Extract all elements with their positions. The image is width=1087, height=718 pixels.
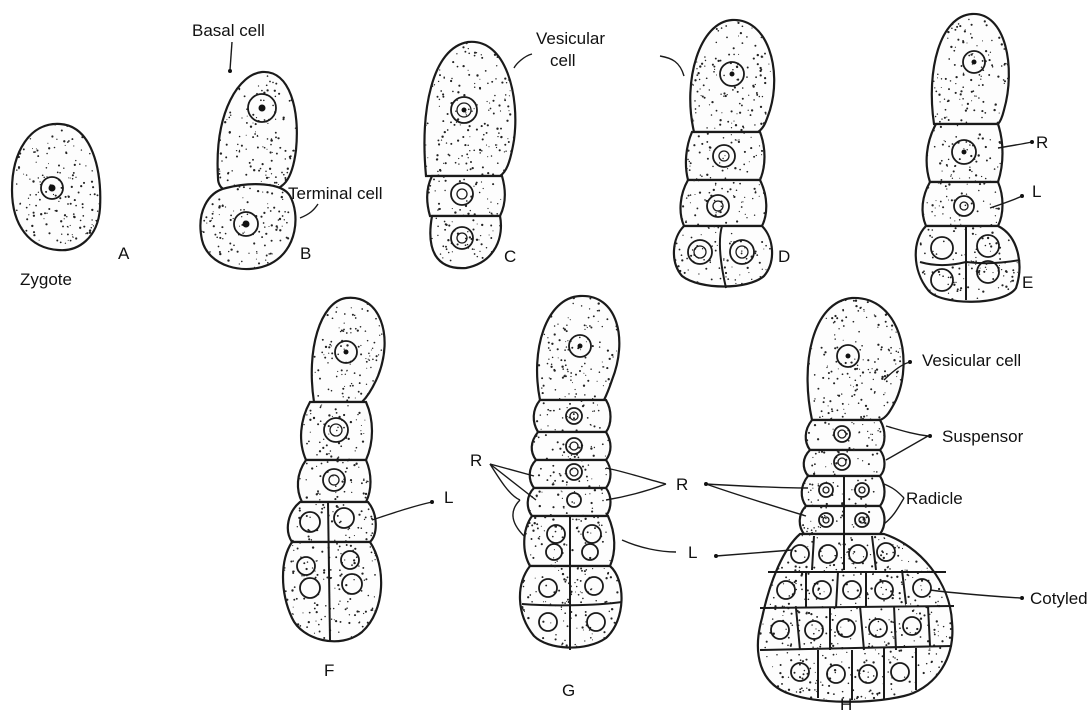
stage-label-f: F (324, 661, 334, 680)
zygote-cell (12, 124, 100, 250)
vesicular-cell-e (932, 14, 1009, 124)
stage-label-a: A (118, 244, 130, 263)
vesicular-cell-label-c-line1: Vesicular (536, 29, 605, 48)
g-r-right-label: R (676, 475, 688, 494)
radicle-label: Radicle (906, 489, 963, 508)
stage-label-h: H (840, 695, 852, 713)
stage-g-embryo (520, 296, 622, 650)
basal-cell (218, 72, 297, 190)
e-l-label: L (1032, 182, 1041, 201)
stage-label-g: G (562, 681, 575, 700)
stage-label-e: E (1022, 273, 1033, 292)
radicle-cell-h2 (800, 506, 885, 534)
suspensor-label: Suspensor (942, 427, 1024, 446)
stage-label-d: D (778, 247, 790, 266)
zygote-label: Zygote (20, 270, 72, 289)
vesicular-cell-label-h: Vesicular cell (922, 351, 1021, 370)
stage-label-b: B (300, 244, 311, 263)
vesicular-cell-label-c-line2: cell (550, 51, 576, 70)
stage-a-zygote (12, 123, 101, 250)
stage-d-embryo (660, 20, 774, 288)
stage-b-two-celled (200, 71, 297, 269)
stage-f-embryo (283, 298, 385, 642)
f-l-label: L (444, 488, 453, 507)
vesicular-cell-f (312, 298, 385, 402)
stage-label-c: C (504, 247, 516, 266)
cotyledon-label: Cotyledon (1030, 589, 1087, 608)
terminal-cell-label: Terminal cell (288, 184, 382, 203)
vesicular-cell-g (537, 296, 619, 400)
g-r-left-label: R (470, 451, 482, 470)
e-r-label: R (1036, 133, 1048, 152)
stage-c-three-celled (424, 42, 515, 268)
cotyledon-mass-h (758, 534, 952, 702)
suspensor-cell-h1 (806, 420, 885, 450)
basal-cell-label: Basal cell (192, 21, 265, 40)
stage-e-embryo (916, 14, 1020, 302)
vesicular-cell-h (808, 298, 904, 420)
g-l-label: L (688, 543, 697, 562)
vesicular-cell-c (425, 42, 516, 176)
